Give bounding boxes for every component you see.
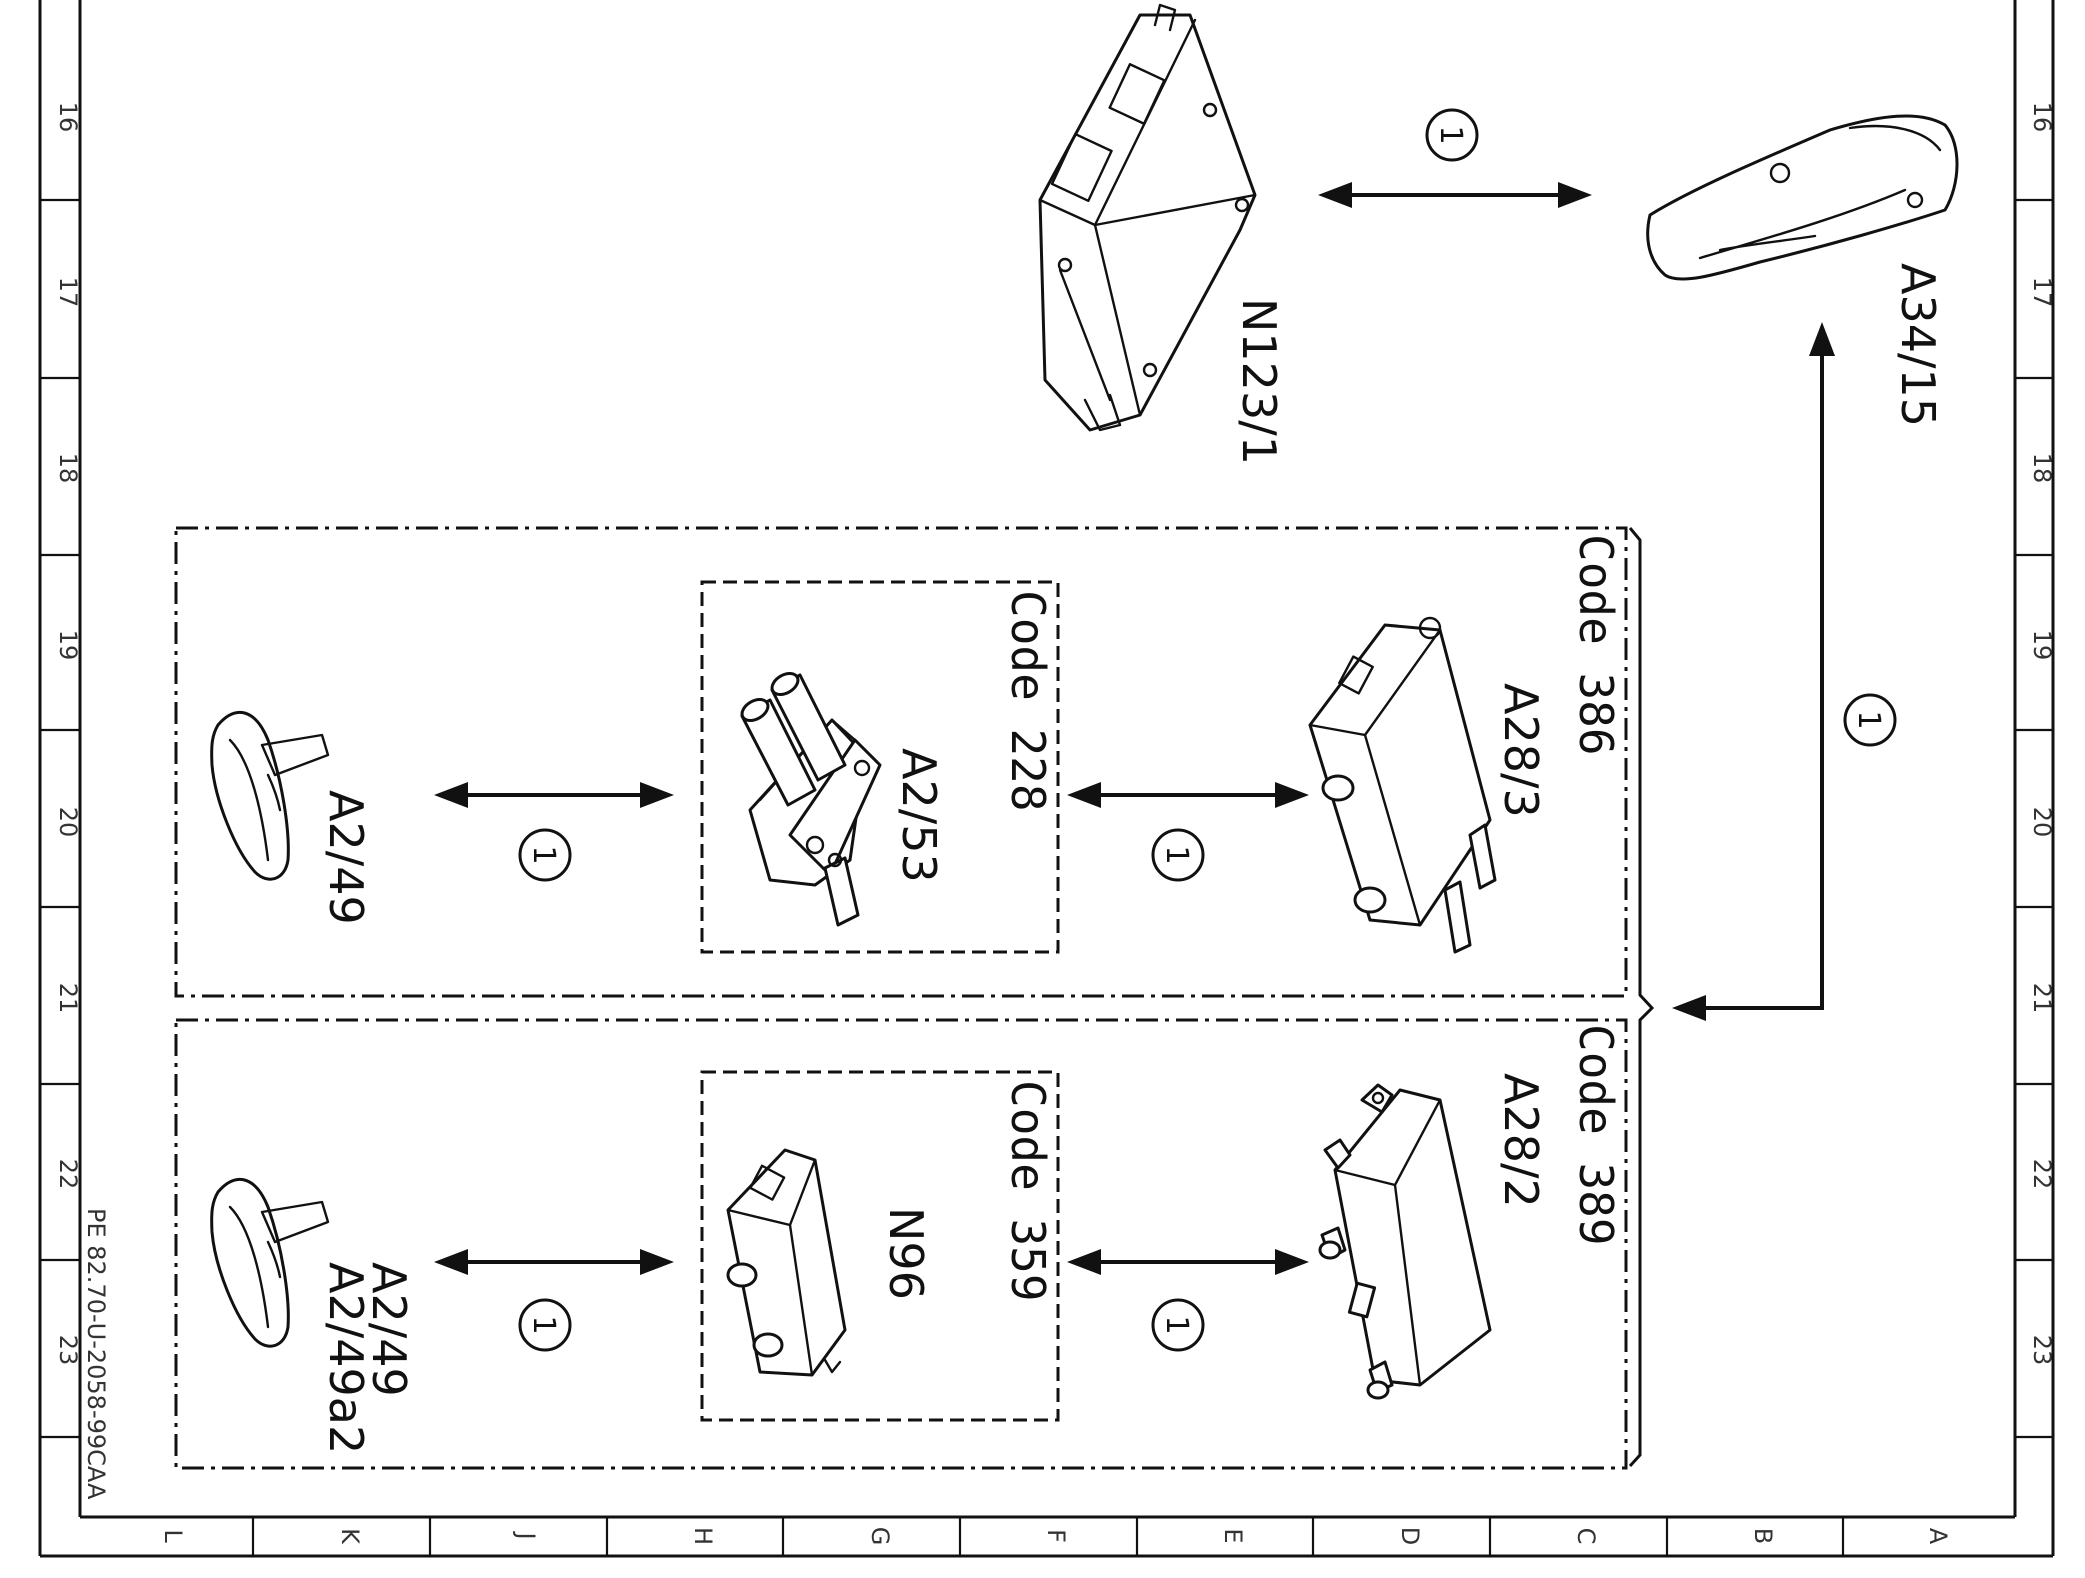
group-label-code-359: Code 359 [1001, 1080, 1055, 1302]
row-label: 18 [2028, 453, 2056, 484]
svg-text:1: 1 [526, 1315, 561, 1334]
group-label-code-228: Code 228 [1001, 590, 1055, 812]
group-box-code-359 [700, 1070, 1060, 1422]
row-label: 18 [54, 453, 82, 484]
label-a2-49a2: A2/49a2 [319, 1262, 373, 1454]
column-label: F [1042, 1529, 1070, 1543]
connection-arrow [1067, 1249, 1309, 1275]
svg-text:1: 1 [1851, 710, 1886, 729]
module-a34-15-drawing [1646, 114, 1959, 281]
group-brace [1628, 527, 1655, 1468]
label-n96: N96 [879, 1207, 933, 1300]
label-a34-15: A34/15 [1891, 263, 1945, 427]
group-label-code-389: Code 389 [1569, 1024, 1623, 1246]
row-labels-left: 16 17 18 19 20 21 22 23 [54, 102, 82, 1366]
row-label: 22 [54, 1159, 82, 1190]
antenna-a2-49-bottom-drawing [210, 1177, 330, 1348]
column-label: H [689, 1527, 717, 1545]
connection-marker: 1 [1425, 108, 1479, 162]
label-n123-1: N123/1 [1232, 298, 1286, 465]
label-a28-3: A28/3 [1494, 683, 1548, 818]
row-label: 19 [54, 630, 82, 661]
row-label: 23 [2028, 1335, 2056, 1366]
connection-arrow [1318, 182, 1592, 208]
column-label: D [1396, 1527, 1424, 1545]
connection-marker: 1 [1151, 828, 1205, 882]
column-labels: L K J H G F E D C B A [159, 1527, 1952, 1546]
row-label: 22 [2028, 1159, 2056, 1190]
group-box-code-386 [174, 526, 1628, 998]
column-label: K [336, 1528, 364, 1545]
column-label: E [1219, 1528, 1247, 1543]
group-box-code-389 [174, 1018, 1628, 1470]
svg-text:1: 1 [1433, 125, 1468, 144]
connection-arrow [434, 782, 674, 808]
row-label: 20 [54, 807, 82, 838]
connection-marker: 1 [518, 828, 572, 882]
row-label: 16 [54, 102, 82, 133]
module-a28-3-drawing [1308, 616, 1497, 954]
antenna-a2-49-top-drawing [210, 710, 330, 881]
row-label: 19 [2028, 630, 2056, 661]
row-label: 17 [54, 277, 82, 308]
connection-marker: 1 [518, 1298, 572, 1352]
column-label: L [159, 1529, 187, 1543]
drawing-frame [38, 0, 2055, 1558]
svg-text:1: 1 [1159, 845, 1194, 864]
column-label: G [866, 1527, 894, 1546]
row-label: 23 [54, 1335, 82, 1366]
connection-arrow [1067, 782, 1309, 808]
row-label: 21 [2028, 983, 2056, 1014]
row-label: 16 [2028, 102, 2056, 133]
connection-arrow [434, 1249, 674, 1275]
row-labels-right: 16 17 18 19 20 21 22 23 [2028, 102, 2056, 1366]
column-label: A [1924, 1528, 1952, 1545]
row-label: 20 [2028, 807, 2056, 838]
column-label: J [512, 1530, 540, 1539]
label-a2-53: A2/53 [892, 748, 946, 883]
svg-text:1: 1 [526, 845, 561, 864]
module-a28-2-drawing [1318, 1083, 1492, 1400]
label-a28-2: A28/2 [1494, 1073, 1548, 1208]
column-label: B [1749, 1528, 1777, 1544]
row-label: 21 [54, 983, 82, 1014]
connection-marker: 1 [1151, 1298, 1205, 1352]
row-label: 17 [2028, 277, 2056, 308]
column-label: C [1572, 1528, 1600, 1545]
connection-marker: 1 [1843, 693, 1897, 747]
label-a2-49-bottom: A2/49 [362, 1262, 416, 1397]
svg-text:1: 1 [1159, 1315, 1194, 1334]
component-a2-53-drawing [740, 672, 882, 927]
group-box-code-228 [700, 580, 1060, 954]
module-n96-drawing [726, 1148, 847, 1377]
control-unit-n123-1-drawing [1038, 3, 1257, 432]
group-label-code-386: Code 386 [1569, 534, 1623, 756]
connection-arrow [1672, 322, 1835, 1021]
drawing-reference: PE 82.70-U-2058-99CAA [82, 1208, 110, 1500]
label-a2-49-top: A2/49 [319, 790, 373, 925]
